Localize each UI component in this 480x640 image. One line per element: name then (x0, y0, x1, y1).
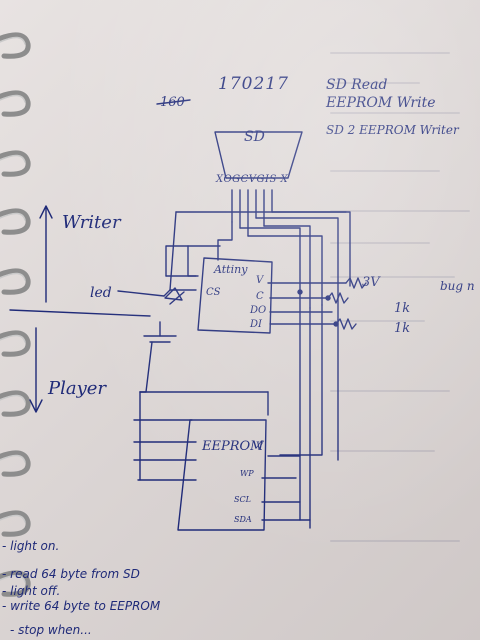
note-line-3: - light off. (2, 584, 61, 598)
resistor-3v-label: 3V (362, 275, 380, 290)
crossed-number: 160 (160, 95, 185, 110)
note-line-1: - light on. (2, 539, 60, 553)
bug-note: bug n (440, 279, 475, 293)
spiral-binding (0, 32, 31, 597)
sd-pin-labels: XOGCVGIS X (216, 174, 289, 185)
attiny-pin-cs: CS (206, 287, 221, 298)
attiny-pin-di: DI (250, 319, 262, 330)
writer-arrowhead (39, 205, 53, 219)
eeprom-pin-scl: SCL (234, 495, 251, 504)
note-line-2: - read 64 byte from SD (2, 567, 140, 581)
wiring (117, 211, 367, 529)
sd-pin-leads (231, 189, 273, 237)
spiral-binding-highlight (0, 36, 26, 583)
resistor-2-label: 1k (394, 321, 411, 336)
attiny-pin-c: C (256, 291, 264, 302)
attiny-chip-outline (197, 257, 273, 334)
resistor-1-label: 1k (394, 301, 411, 316)
eeprom-label: EEPROM (202, 439, 264, 454)
sd-label: SD (244, 129, 265, 145)
note-line-5: - stop when... (10, 623, 92, 637)
attiny-pin-v: V (256, 275, 264, 286)
show-through-writing (330, 20, 480, 640)
title-line-2: EEPROM Write (326, 95, 436, 111)
subtitle: SD 2 EEPROM Writer (326, 123, 459, 137)
title-line-1: SD Read (326, 77, 388, 93)
eeprom-pin-wp: WP (240, 469, 254, 478)
strikethrough (156, 99, 191, 105)
sd-card-outline (214, 131, 303, 179)
led-label: led (90, 285, 112, 301)
divider-line (9, 309, 151, 317)
eeprom-pin-v: V (256, 441, 264, 452)
note-line-4: - write 64 byte to EEPROM (2, 599, 161, 613)
attiny-pin-do: DO (250, 305, 267, 316)
player-arrowhead (29, 399, 43, 413)
writer-label: Writer (62, 212, 121, 233)
player-label: Player (48, 378, 107, 399)
eeprom-chip-outline (177, 419, 267, 531)
attiny-label: Attiny (214, 263, 248, 276)
led-symbol (164, 287, 185, 305)
eeprom-pin-sda: SDA (234, 515, 252, 524)
date-label: 170217 (218, 74, 289, 94)
